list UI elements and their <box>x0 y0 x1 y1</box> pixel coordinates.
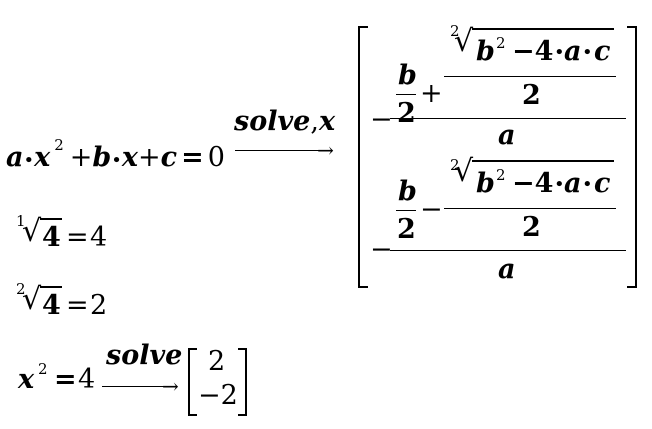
result-left-bracket <box>188 348 197 416</box>
plus-operator: + <box>69 142 93 173</box>
minus-operator: − <box>420 194 443 225</box>
result: 4 <box>90 222 108 253</box>
zero: 0 <box>207 142 225 173</box>
dot-operator: • <box>23 150 35 171</box>
matrix-left-bracket <box>358 26 368 288</box>
var-c: c <box>594 168 611 199</box>
minus-sign: − <box>370 234 393 265</box>
two: 2 <box>397 214 416 245</box>
var-x: x <box>34 142 51 173</box>
result-value-1: 2 <box>208 346 226 377</box>
var-a: a <box>498 254 516 285</box>
radical-overline <box>40 286 62 288</box>
var-c: c <box>594 36 611 67</box>
var-x: x <box>18 364 35 395</box>
small-fraction-bar <box>396 94 416 95</box>
var-x: x <box>121 142 139 173</box>
solve-arrow: → <box>102 376 179 396</box>
radical-overline <box>472 160 614 162</box>
plus-operator: + <box>138 142 161 173</box>
exponent: 2 <box>54 136 64 154</box>
root-index: 2 <box>450 156 460 174</box>
var-c: c <box>160 142 178 173</box>
root-index: 1 <box>16 212 26 230</box>
solution-1: − b 2 + 2 √ b 2 −4 • a • c 2 a <box>370 22 626 152</box>
root-equation-1: 1 √ 4 = 4 <box>16 212 136 256</box>
rhs-value: 4 <box>78 364 96 395</box>
fraction-bar <box>390 250 626 251</box>
var-a: a <box>498 120 516 151</box>
radicand: 4 <box>42 290 61 321</box>
plus-operator: + <box>420 78 443 109</box>
root-fraction-bar <box>444 208 616 209</box>
minus-four: −4 <box>512 36 554 67</box>
var-a: a <box>564 36 582 67</box>
solve-arrow: solve,x → <box>234 106 336 162</box>
equals-sign: = <box>66 290 89 321</box>
dot-operator: • <box>582 42 593 63</box>
matrix-right-bracket <box>627 26 637 288</box>
radical-sign: √ <box>454 24 474 59</box>
radical-sign: √ <box>454 154 474 189</box>
fraction-bar <box>390 118 626 119</box>
dot-operator: • <box>111 150 122 171</box>
var-a: a <box>564 168 582 199</box>
root-fraction-bar <box>444 76 616 77</box>
minus-four: −4 <box>512 168 554 199</box>
solution-2: − b 2 − 2 √ b 2 −4 • a • c 2 a <box>370 154 626 286</box>
equals-sign: = <box>54 364 77 395</box>
solve-variable: x <box>318 106 336 137</box>
var-b: b <box>476 36 495 67</box>
var-b: b <box>398 176 417 207</box>
radicand: 4 <box>42 222 61 253</box>
var-a: a <box>6 142 24 173</box>
root-index: 2 <box>450 22 460 40</box>
root-equation-2: 2 √ 4 = 2 <box>16 280 136 324</box>
var-b: b <box>398 60 417 91</box>
dot-operator: • <box>554 42 565 63</box>
solve-keyword: solve <box>234 106 311 137</box>
two: 2 <box>397 98 416 129</box>
exponent: 2 <box>496 34 506 52</box>
result-right-bracket <box>238 348 247 416</box>
radical-overline <box>40 218 62 220</box>
solve-equation: x 2 = 4 solve → 2 −2 <box>18 338 268 418</box>
result: 2 <box>90 290 108 321</box>
var-b: b <box>92 142 112 173</box>
dot-operator: • <box>582 174 593 195</box>
solve-keyword: solve <box>106 340 183 371</box>
two: 2 <box>522 80 541 111</box>
equals-sign: = <box>181 142 204 173</box>
radical-sign: √ <box>22 214 42 249</box>
minus-sign: − <box>370 104 393 135</box>
small-fraction-bar <box>396 210 416 211</box>
two: 2 <box>522 212 541 243</box>
exponent: 2 <box>38 360 48 378</box>
var-b: b <box>476 168 495 199</box>
radical-sign: √ <box>22 282 42 317</box>
root-index: 2 <box>16 280 26 298</box>
equals-sign: = <box>66 222 89 253</box>
radical-overline <box>472 28 614 30</box>
exponent: 2 <box>496 166 506 184</box>
result-value-2: −2 <box>198 380 238 411</box>
dot-operator: • <box>554 174 565 195</box>
